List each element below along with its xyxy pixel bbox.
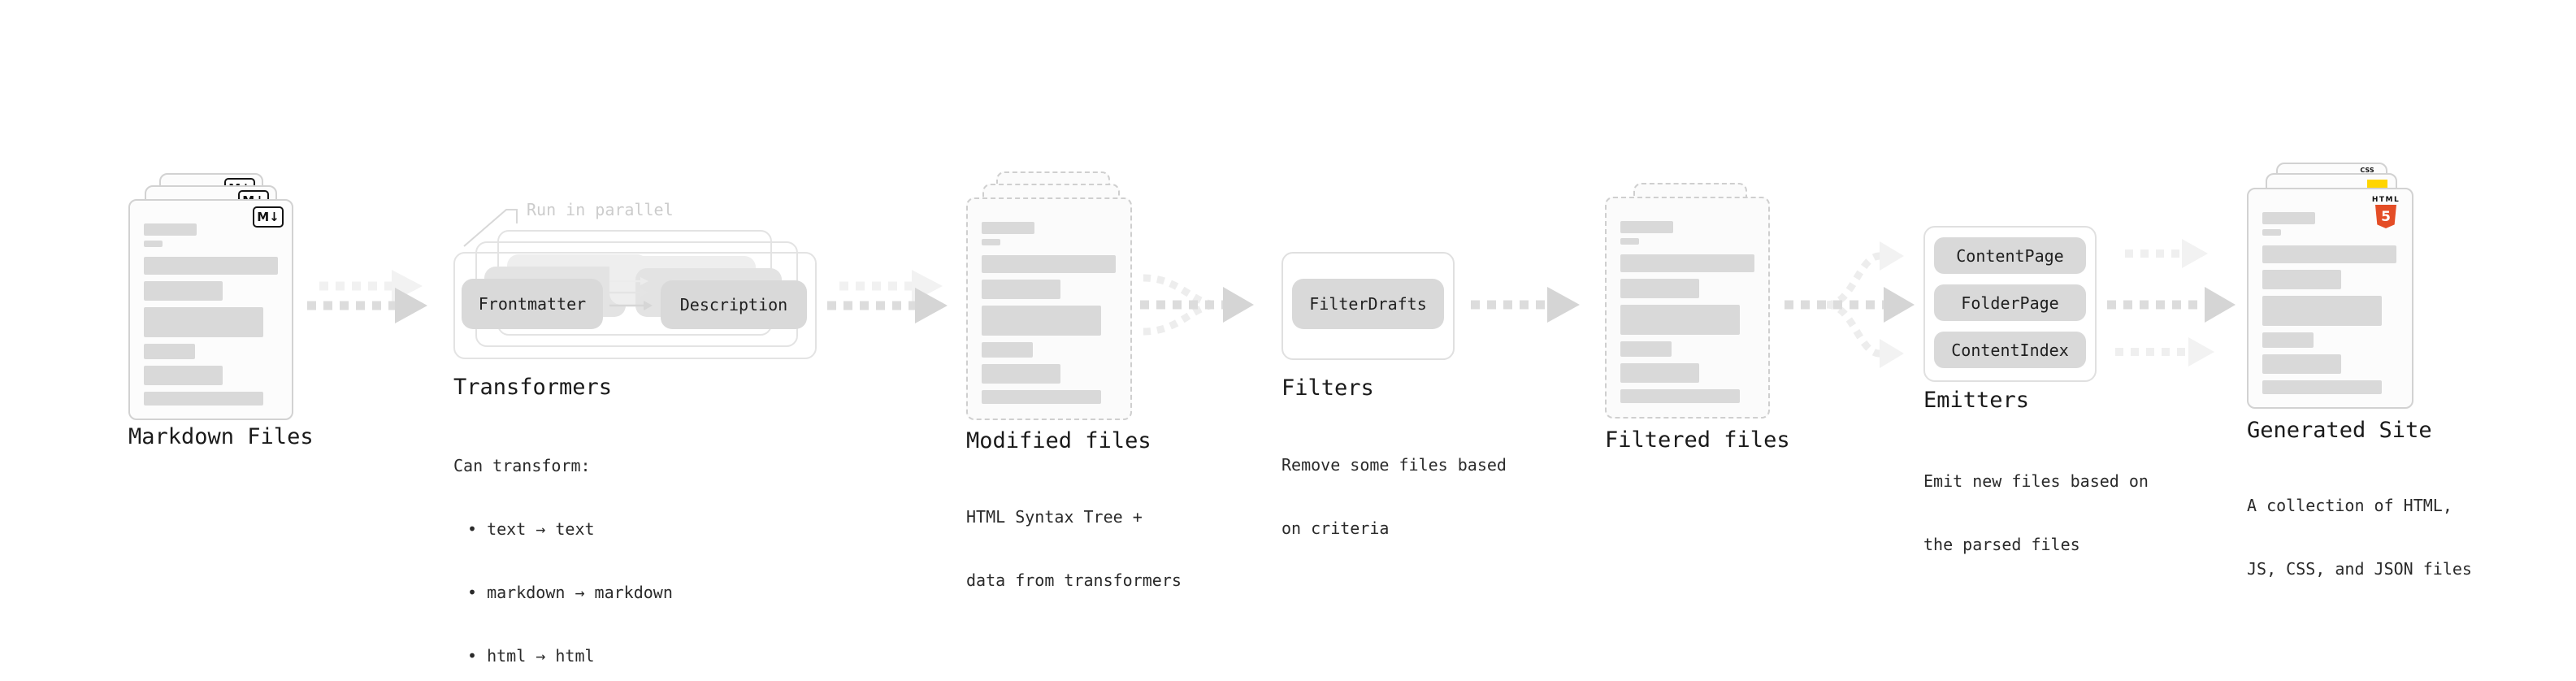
doc-text-bar: [144, 223, 197, 236]
desc-bullet: • text → text: [467, 519, 595, 539]
stage-label-filters: Filters: [1281, 375, 1374, 401]
arrow-emitters-to-generated: [2107, 239, 2236, 367]
frontmatter-box: Frontmatter: [462, 279, 603, 329]
doc-text-bar: [2262, 380, 2382, 394]
doc-text-bar: [144, 281, 223, 301]
doc-text-bar: [2262, 212, 2315, 224]
desc-line: on criteria: [1281, 518, 1390, 538]
doc-card: [1605, 197, 1770, 419]
doc-text-bar: [1620, 363, 1699, 383]
desc-line: Remove some files based: [1281, 455, 1507, 475]
js-icon: [2367, 180, 2387, 189]
desc-bullet: • html → html: [467, 646, 595, 666]
doc-text-bar: [2262, 270, 2341, 289]
desc-line: JS, CSS, and JSON files: [2247, 559, 2472, 579]
doc-text-bar: [982, 255, 1116, 273]
doc-text-bar: [1620, 238, 1639, 245]
desc-line: data from transformers: [966, 570, 1182, 590]
stage-label-generated-site: Generated Site: [2247, 418, 2432, 443]
arrow-markdown-to-transformers: [307, 270, 427, 323]
callout-line: [463, 209, 518, 247]
doc-text-bar: [144, 344, 195, 359]
stage-label-filtered-files: Filtered files: [1605, 427, 1790, 453]
arrow-filtered-to-emitters: [1785, 241, 1915, 368]
doc-text-bar: [982, 280, 1060, 299]
stage-desc-generated-site: A collection of HTML, JS, CSS, and JSON …: [2247, 453, 2472, 622]
doc-text-bar: [2262, 354, 2341, 374]
doc-card: M↓: [128, 199, 293, 420]
desc-line: A collection of HTML,: [2247, 496, 2452, 515]
contentindex-box: ContentIndex: [1934, 332, 2086, 368]
desc-line: the parsed files: [1923, 535, 2080, 554]
description-box: Description: [661, 280, 807, 329]
desc-line: Emit new files based on: [1923, 471, 2149, 491]
desc-line: HTML Syntax Tree +: [966, 507, 1143, 527]
stage-desc-modified-files: HTML Syntax Tree + data from transformer…: [966, 464, 1182, 633]
doc-text-bar: [1620, 341, 1672, 357]
contentpage-box: ContentPage: [1934, 237, 2086, 274]
doc-text-bar: [2262, 296, 2382, 326]
doc-text-bar: [982, 306, 1101, 336]
stage-label-modified-files: Modified files: [966, 428, 1151, 453]
arrow-modified-to-filters: [1140, 274, 1254, 336]
doc-text-bar: [144, 392, 263, 406]
stage-desc-emitters: Emit new files based on the parsed files: [1923, 428, 2149, 597]
doc-text-bar: [1620, 221, 1673, 233]
doc-text-bar: [982, 239, 1000, 245]
stage-desc-filters: Remove some files based on criteria: [1281, 412, 1507, 581]
doc-text-bar: [982, 342, 1033, 358]
arrow-transformers-to-modified: [827, 270, 948, 323]
doc-text-bar: [144, 307, 263, 337]
transformer-step-arrows: [609, 277, 653, 310]
stage-label-transformers: Transformers: [453, 375, 613, 400]
html5-icon: HTML 5: [2368, 196, 2404, 228]
html5-icon-shield: 5: [2375, 205, 2396, 228]
doc-text-bar: [144, 257, 278, 275]
doc-text-bar: [982, 364, 1060, 384]
doc-text-bar: [1620, 254, 1754, 272]
doc-text-bar: [144, 366, 223, 385]
stage-label-emitters: Emitters: [1923, 388, 2030, 413]
doc-card: [966, 197, 1132, 420]
folderpage-box: FolderPage: [1934, 284, 2086, 321]
doc-content: [130, 201, 292, 406]
stage-desc-transformers: Can transform: • text → text • markdown …: [453, 413, 673, 681]
html5-icon-number: 5: [2381, 208, 2391, 225]
transformer-instance-card: [453, 252, 817, 359]
doc-text-bar: [1620, 389, 1740, 403]
doc-content: [968, 199, 1130, 404]
desc-bullet: • markdown → markdown: [467, 583, 673, 602]
doc-content: [2249, 189, 2412, 394]
callout-run-in-parallel: Run in parallel: [527, 200, 674, 219]
stage-label-markdown-files: Markdown Files: [128, 424, 314, 449]
markdown-icon: M↓: [253, 206, 284, 228]
doc-text-bar: [982, 222, 1034, 234]
html5-icon-label: HTML: [2371, 196, 2400, 204]
doc-text-bar: [1620, 305, 1740, 335]
doc-text-bar: [982, 390, 1101, 404]
doc-text-bar: [2262, 332, 2314, 348]
doc-text-bar: [2262, 245, 2396, 263]
doc-text-bar: [2262, 229, 2281, 236]
doc-card: HTML 5: [2247, 188, 2413, 409]
filterdrafts-box: FilterDrafts: [1292, 279, 1444, 329]
doc-text-bar: [1620, 279, 1699, 298]
doc-content: [1607, 198, 1768, 403]
arrow-filters-to-filtered: [1471, 287, 1580, 323]
doc-text-bar: [144, 241, 163, 247]
desc-line: Can transform:: [453, 456, 591, 475]
css-icon-label: CSS: [2360, 167, 2374, 174]
